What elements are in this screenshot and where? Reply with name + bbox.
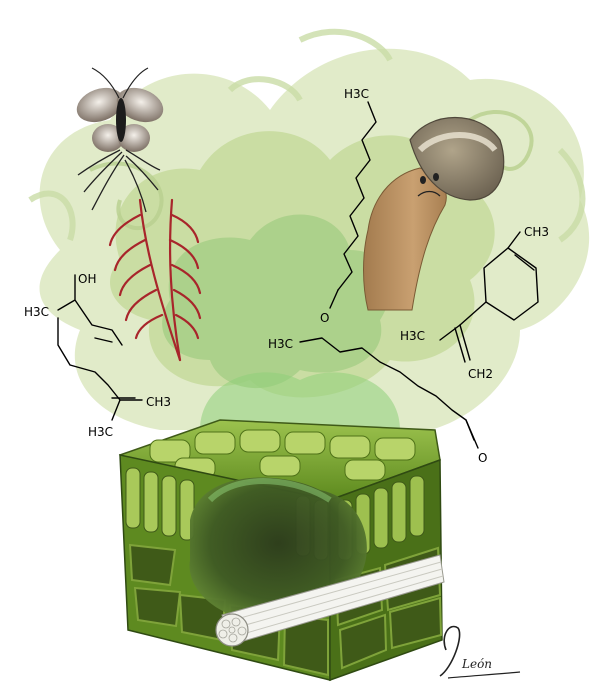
limonene-h3c-label: H3C: [400, 329, 425, 343]
decanal-o-label: O: [478, 451, 487, 465]
leaf-cross-section: [118, 419, 445, 682]
nonanal-structure: H3C O: [320, 87, 377, 325]
decanal-h3c-label: H3C: [268, 337, 293, 351]
mushroom-illustration: [363, 116, 505, 311]
nonanal-o-label: O: [320, 311, 329, 325]
linalool-h3c-lower-label: H3C: [88, 425, 113, 439]
linalool-structure: H3C OH CH3 H3C: [24, 272, 171, 439]
signature-text: León: [461, 657, 492, 671]
nonanal-h3c-label: H3C: [344, 87, 369, 101]
limonene-ch2-label: CH2: [468, 367, 493, 381]
limonene-ch3-label: CH3: [524, 225, 549, 239]
artist-signature: León: [439, 625, 521, 679]
limonene-structure: CH3 H3C CH2: [400, 225, 549, 381]
antenna-illustration: [108, 198, 202, 362]
moth-illustration: [76, 67, 164, 213]
decanal-structure: H3C O: [268, 337, 487, 465]
linalool-h3c-label: H3C: [24, 305, 49, 319]
linalool-ch3-label: CH3: [146, 395, 171, 409]
linalool-oh-label: OH: [78, 272, 96, 286]
